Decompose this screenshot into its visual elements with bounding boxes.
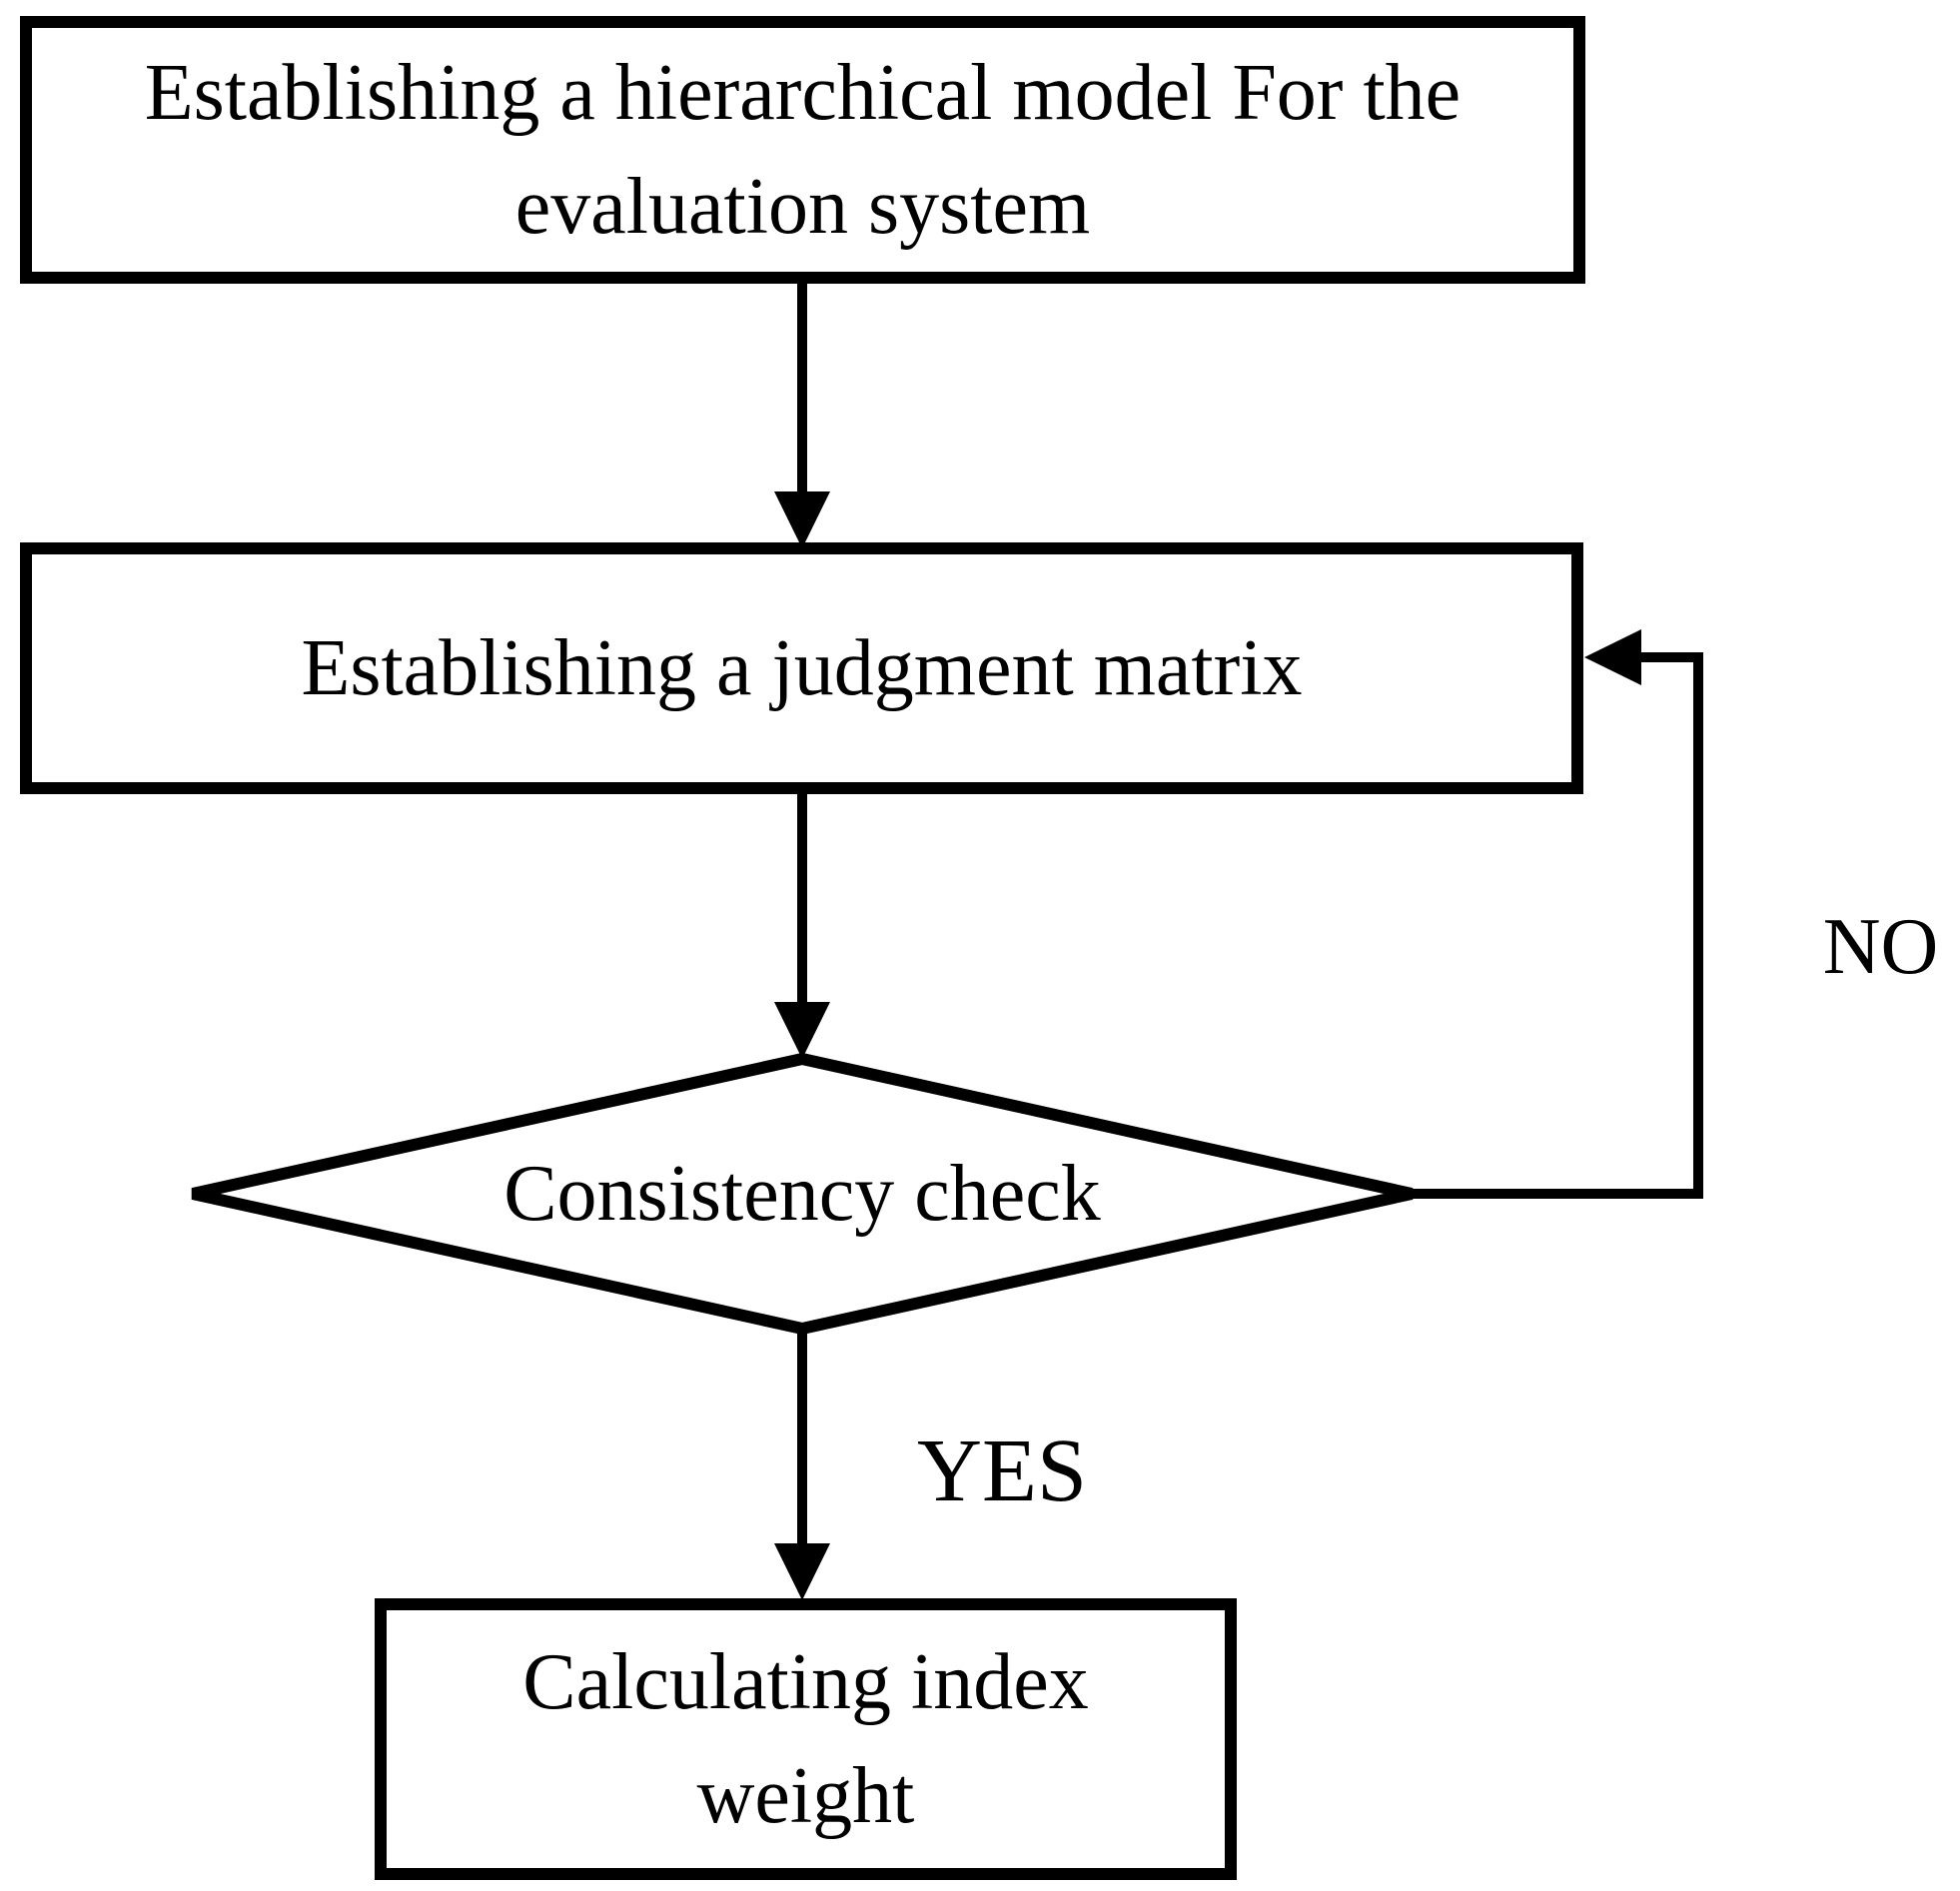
node-index-weight-text-line2: weight [696, 1752, 915, 1840]
edge-no-feedback-arrowhead-icon [1584, 629, 1641, 685]
edge-matrix-to-check-arrowhead-icon [774, 1002, 830, 1059]
edge-check-to-weight-arrowhead-icon [774, 1543, 830, 1600]
node-judgment-matrix-text: Establishing a judgment matrix [301, 624, 1303, 712]
node-consistency-check-text: Consistency check [503, 1149, 1101, 1238]
edge-label-no: NO [1822, 903, 1939, 991]
node-hierarchical-model: Establishing a hierarchical model For th… [20, 16, 1585, 284]
node-hierarchical-model-text-line1: Establishing a hierarchical model For th… [144, 49, 1462, 137]
node-index-weight-text-line1: Calculating index [522, 1638, 1089, 1726]
node-index-weight: Calculating index weight [375, 1598, 1237, 1880]
node-consistency-check-label: Consistency check [343, 1132, 1262, 1256]
edge-label-yes: YES [916, 1421, 1088, 1520]
node-hierarchical-model-text-line2: evaluation system [514, 163, 1091, 251]
node-judgment-matrix: Establishing a judgment matrix [20, 542, 1583, 794]
edge-no-feedback-line [1412, 652, 1703, 1199]
decision-diamond-shape [191, 1052, 1414, 1336]
edge-model-to-matrix-arrowhead-icon [774, 491, 830, 548]
